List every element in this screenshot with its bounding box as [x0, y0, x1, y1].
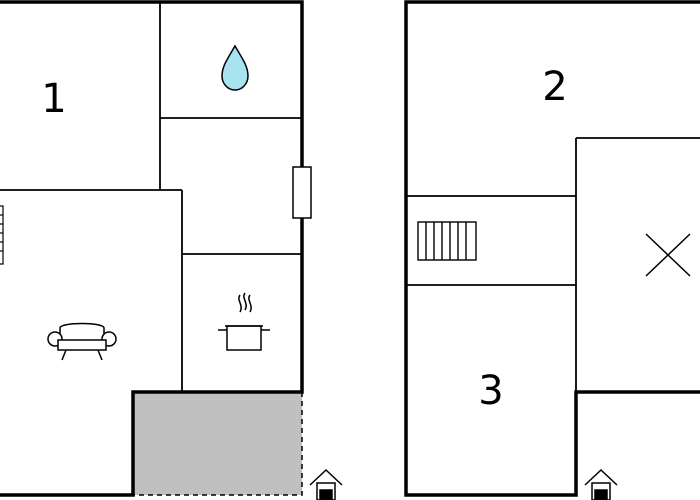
- sofa-icon: [47, 322, 117, 361]
- upper-floor-interior-walls: [406, 137, 700, 392]
- window: [292, 166, 312, 219]
- radiator-icon: [0, 205, 4, 265]
- cooking-pot-icon: [218, 292, 270, 351]
- room-label-1: 1: [41, 76, 66, 122]
- room-label-3: 3: [478, 368, 503, 414]
- house-entrance-icon: [309, 468, 343, 500]
- cross-icon: [645, 233, 691, 277]
- ground-floor-interior-walls: [0, 2, 302, 392]
- terrace-outline: [133, 392, 303, 496]
- stairs-icon: [417, 221, 477, 261]
- terrace: [133, 392, 302, 495]
- upper-floor-outer-wall: [404, 0, 700, 497]
- upper-floor: 2 3: [404, 0, 700, 500]
- ground-floor-outer-wall: [0, 0, 304, 497]
- ground-floor: 1: [0, 0, 343, 500]
- water-drop-icon: [221, 44, 249, 91]
- room-label-2: 2: [542, 64, 567, 110]
- house-entrance-icon: [584, 468, 618, 500]
